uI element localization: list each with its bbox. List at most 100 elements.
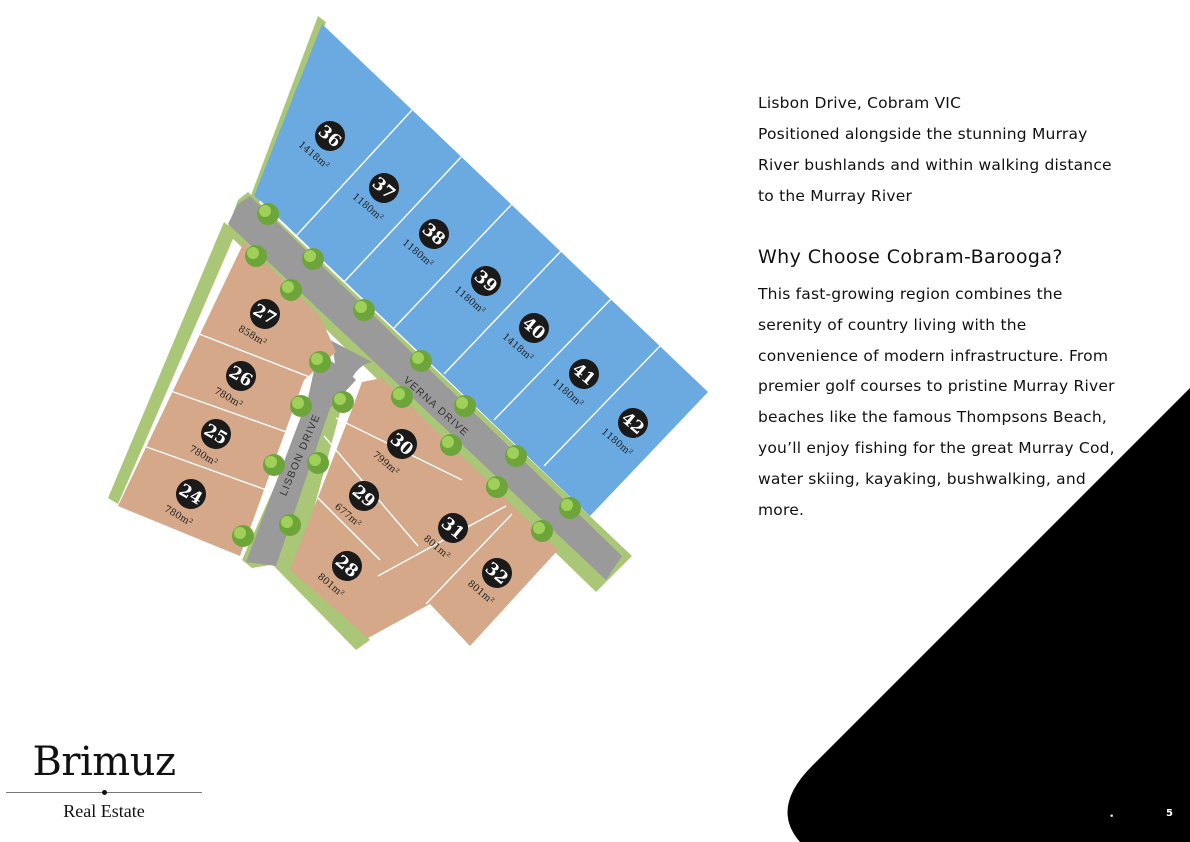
lot-boundary-line bbox=[425, 513, 513, 605]
tree-icon bbox=[440, 434, 462, 456]
lot-boundary-line bbox=[193, 331, 313, 379]
tree-icon bbox=[307, 452, 329, 474]
verge-west-boundary bbox=[108, 222, 236, 504]
tree-highlight bbox=[412, 352, 424, 364]
lot-badge bbox=[569, 359, 599, 389]
tree-icon bbox=[391, 386, 413, 408]
tree-highlight bbox=[355, 301, 367, 313]
lot-boundary-line bbox=[443, 249, 563, 375]
tree-icon bbox=[257, 203, 279, 225]
body-line: serenity of country living with the bbox=[758, 315, 1027, 334]
tree-highlight bbox=[292, 397, 304, 409]
lot-badge bbox=[369, 173, 399, 203]
tree-icon bbox=[559, 497, 581, 519]
tree-icon bbox=[245, 245, 267, 267]
tree-highlight bbox=[488, 478, 500, 490]
body-line: convenience of modern infrastructure. Fr… bbox=[758, 346, 1109, 365]
tan-lot-area-west bbox=[118, 242, 336, 556]
lot-labels: 361418m²371180m²381180m²391180m²401418m²… bbox=[162, 121, 648, 607]
tree-highlight bbox=[533, 522, 545, 534]
lot-boundary-line bbox=[167, 389, 293, 435]
body-line: water skiing, kayaking, bushwalking, and bbox=[758, 469, 1086, 488]
tree-icon bbox=[332, 391, 354, 413]
tree-icon bbox=[486, 476, 508, 498]
lot-badge bbox=[519, 313, 549, 343]
tree-icon bbox=[232, 525, 254, 547]
tree-icon bbox=[410, 350, 432, 372]
body-line: premier golf courses to pristine Murray … bbox=[758, 377, 1115, 396]
body-line: you’ll enjoy fishing for the great Murra… bbox=[758, 438, 1115, 457]
lot-boundary-line bbox=[377, 505, 507, 577]
lot-badge bbox=[419, 219, 449, 249]
road-lisbon-drive bbox=[246, 352, 356, 566]
tree-highlight bbox=[304, 250, 316, 262]
tree-highlight bbox=[311, 353, 323, 365]
lot-boundary-line bbox=[143, 445, 273, 493]
tree-icon bbox=[263, 454, 285, 476]
tree-highlight bbox=[247, 247, 259, 259]
body-paragraph: This fast-growing region combines the se… bbox=[758, 279, 1158, 525]
road-verna-drive bbox=[228, 196, 622, 580]
tree-highlight bbox=[259, 205, 271, 217]
lot-badge bbox=[438, 513, 468, 543]
body-line: beaches like the famous Thompsons Beach, bbox=[758, 408, 1108, 427]
lot-badge bbox=[349, 481, 379, 511]
street-trees bbox=[232, 203, 581, 547]
tree-highlight bbox=[507, 447, 519, 459]
lot-boundary-line bbox=[317, 497, 381, 561]
tree-highlight bbox=[234, 527, 246, 539]
lot-boundary-line bbox=[393, 203, 513, 329]
tree-icon bbox=[505, 445, 527, 467]
lot-boundary-line bbox=[543, 345, 661, 467]
intro-line: River bushlands and within walking dista… bbox=[758, 156, 1112, 174]
tree-highlight bbox=[309, 454, 321, 466]
roads bbox=[228, 196, 622, 580]
tree-highlight bbox=[442, 436, 454, 448]
lot-badge bbox=[176, 479, 206, 509]
logo-subtitle: Real Estate bbox=[63, 801, 145, 821]
section-heading: Why Choose Cobram-Barooga? bbox=[758, 246, 1063, 268]
tree-icon bbox=[454, 395, 476, 417]
tree-icon bbox=[290, 395, 312, 417]
logo-dot bbox=[102, 790, 107, 795]
lot-badge bbox=[226, 361, 256, 391]
tree-icon bbox=[531, 520, 553, 542]
tree-highlight bbox=[561, 499, 573, 511]
lot-badge bbox=[201, 419, 231, 449]
lot-boundary-line bbox=[493, 297, 613, 421]
page-number: 5 bbox=[1166, 808, 1173, 819]
tree-icon bbox=[353, 299, 375, 321]
intro-line: to the Murray River bbox=[758, 187, 913, 205]
body-line: This fast-growing region combines the bbox=[758, 285, 1063, 303]
lot-badge bbox=[387, 429, 417, 459]
tree-highlight bbox=[281, 516, 293, 528]
lot-badge bbox=[482, 558, 512, 588]
tree-icon bbox=[302, 248, 324, 270]
tree-icon bbox=[280, 279, 302, 301]
road-corner bbox=[330, 340, 372, 392]
lot-badge bbox=[471, 266, 501, 296]
tree-highlight bbox=[393, 388, 405, 400]
tree-highlight bbox=[265, 456, 277, 468]
verge-south-boundary bbox=[268, 548, 370, 650]
tree-highlight bbox=[456, 397, 468, 409]
intro-line: Positioned alongside the stunning Murray bbox=[758, 125, 1088, 143]
footer-dot: • bbox=[1109, 812, 1115, 822]
lot-badge bbox=[332, 551, 362, 581]
location-line: Lisbon Drive, Cobram VIC bbox=[758, 94, 962, 112]
lot-badge bbox=[315, 121, 345, 151]
lot-boundary-line bbox=[343, 155, 463, 283]
brand-logo: Brimuz Real Estate bbox=[6, 738, 202, 822]
tree-icon bbox=[309, 351, 331, 373]
body-line: more. bbox=[758, 500, 805, 519]
lot-badge bbox=[618, 408, 648, 438]
tree-highlight bbox=[282, 281, 294, 293]
tree-icon bbox=[279, 514, 301, 536]
tree-highlight bbox=[334, 393, 346, 405]
logo-wordmark: Brimuz bbox=[32, 739, 176, 785]
lot-boundary-line bbox=[295, 109, 413, 237]
logo-divider bbox=[6, 786, 202, 800]
